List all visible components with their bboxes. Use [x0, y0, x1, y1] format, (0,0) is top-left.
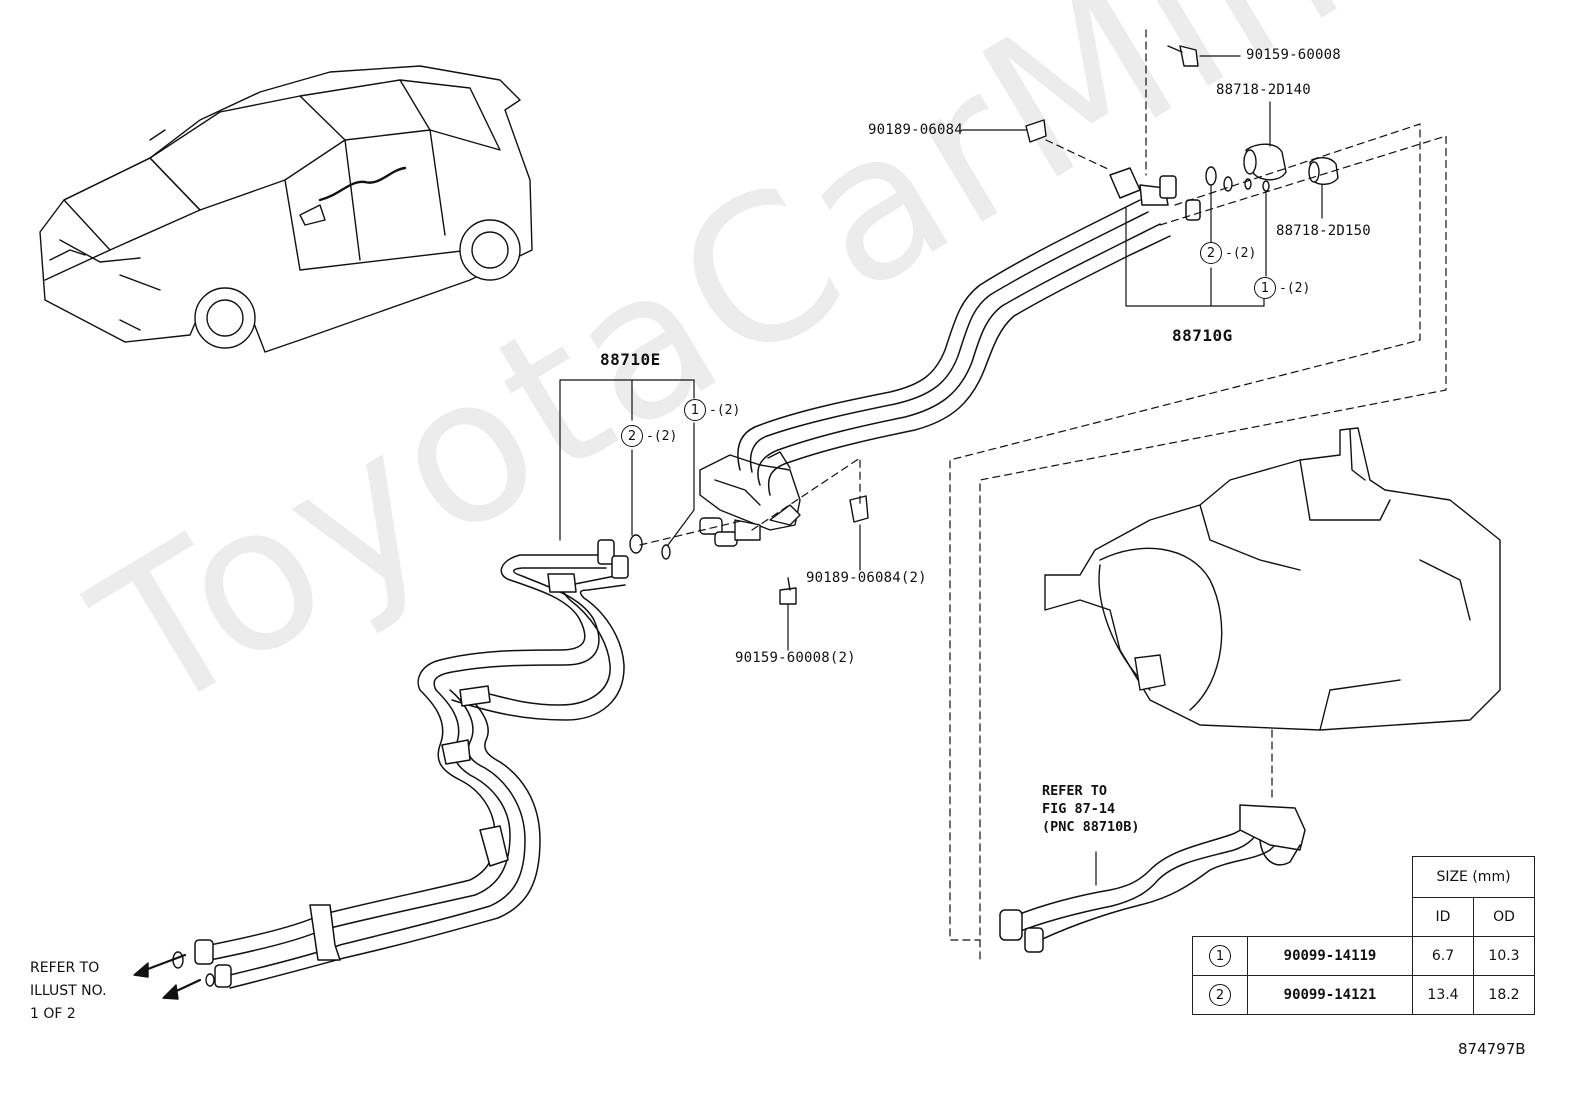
figure-number: 874797B: [1458, 1040, 1526, 1058]
seal-outer-diameter: 10.3: [1473, 936, 1535, 976]
refer-illust-note: REFER TO ILLUST NO. 1 OF 2: [30, 960, 107, 1022]
leader-lines: [559, 55, 1323, 886]
seal-quantity: -(2): [709, 402, 741, 418]
seal-number-badge: 1: [1254, 277, 1276, 299]
seal-size-table: SIZE (mm) ID OD 1 90099-14119 6.7 10.3 2…: [1192, 856, 1535, 1015]
part-label-88710g: 88710G: [1172, 326, 1233, 345]
seal-callout-g2: 2 -(2): [1200, 242, 1256, 264]
pipe-assembly-lower: [194, 539, 629, 989]
vehicle-illustration: [39, 65, 533, 353]
refer-fig-note: REFER TO FIG 87-14 (PNC 88710B): [1042, 783, 1140, 835]
seal-number-badge: 2: [1209, 984, 1231, 1006]
engine-illustration: [1044, 427, 1501, 731]
seal-number-badge: 2: [1200, 242, 1222, 264]
seal-quantity: -(2): [1225, 245, 1257, 261]
table-row: 1 90099-14119 6.7 10.3: [1192, 936, 1535, 976]
part-label-90189-06084-top: 90189-06084: [868, 122, 963, 138]
pipe-assembly-upper: [737, 167, 1201, 496]
seal-quantity: -(2): [1279, 280, 1311, 296]
seal-part-number: 90099-14121: [1247, 975, 1413, 1015]
part-label-88718-2d150: 88718-2D150: [1276, 223, 1371, 239]
fittings: [172, 45, 1339, 987]
size-header: SIZE (mm): [1412, 856, 1535, 898]
seal-callout-g1: 1 -(2): [1254, 277, 1310, 299]
seal-outer-diameter: 18.2: [1473, 975, 1535, 1015]
seal-number-badge: 2: [621, 425, 643, 447]
seal-inner-diameter: 6.7: [1412, 936, 1474, 976]
part-label-90189-06084-2: 90189-06084(2): [806, 570, 927, 586]
id-header: ID: [1412, 897, 1474, 937]
part-label-88710e: 88710E: [600, 350, 661, 369]
seal-callout-e1: 1 -(2): [684, 399, 740, 421]
seal-number-badge: 1: [684, 399, 706, 421]
junction-block: [699, 451, 801, 547]
table-row: 2 90099-14121 13.4 18.2: [1192, 975, 1535, 1015]
seal-callout-e2: 2 -(2): [621, 425, 677, 447]
seal-inner-diameter: 13.4: [1412, 975, 1474, 1015]
part-label-88718-2d140: 88718-2D140: [1216, 82, 1311, 98]
dashed-lines: [639, 29, 1447, 961]
seal-part-number: 90099-14119: [1247, 936, 1413, 976]
cooler-pipe: [999, 804, 1306, 953]
seal-number-badge: 1: [1209, 945, 1231, 967]
part-label-90159-60008-2: 90159-60008(2): [735, 650, 856, 666]
part-label-90159-60008-top: 90159-60008: [1246, 47, 1341, 63]
refer-arrows: [133, 953, 202, 1000]
od-header: OD: [1473, 897, 1535, 937]
seal-quantity: -(2): [646, 428, 678, 444]
